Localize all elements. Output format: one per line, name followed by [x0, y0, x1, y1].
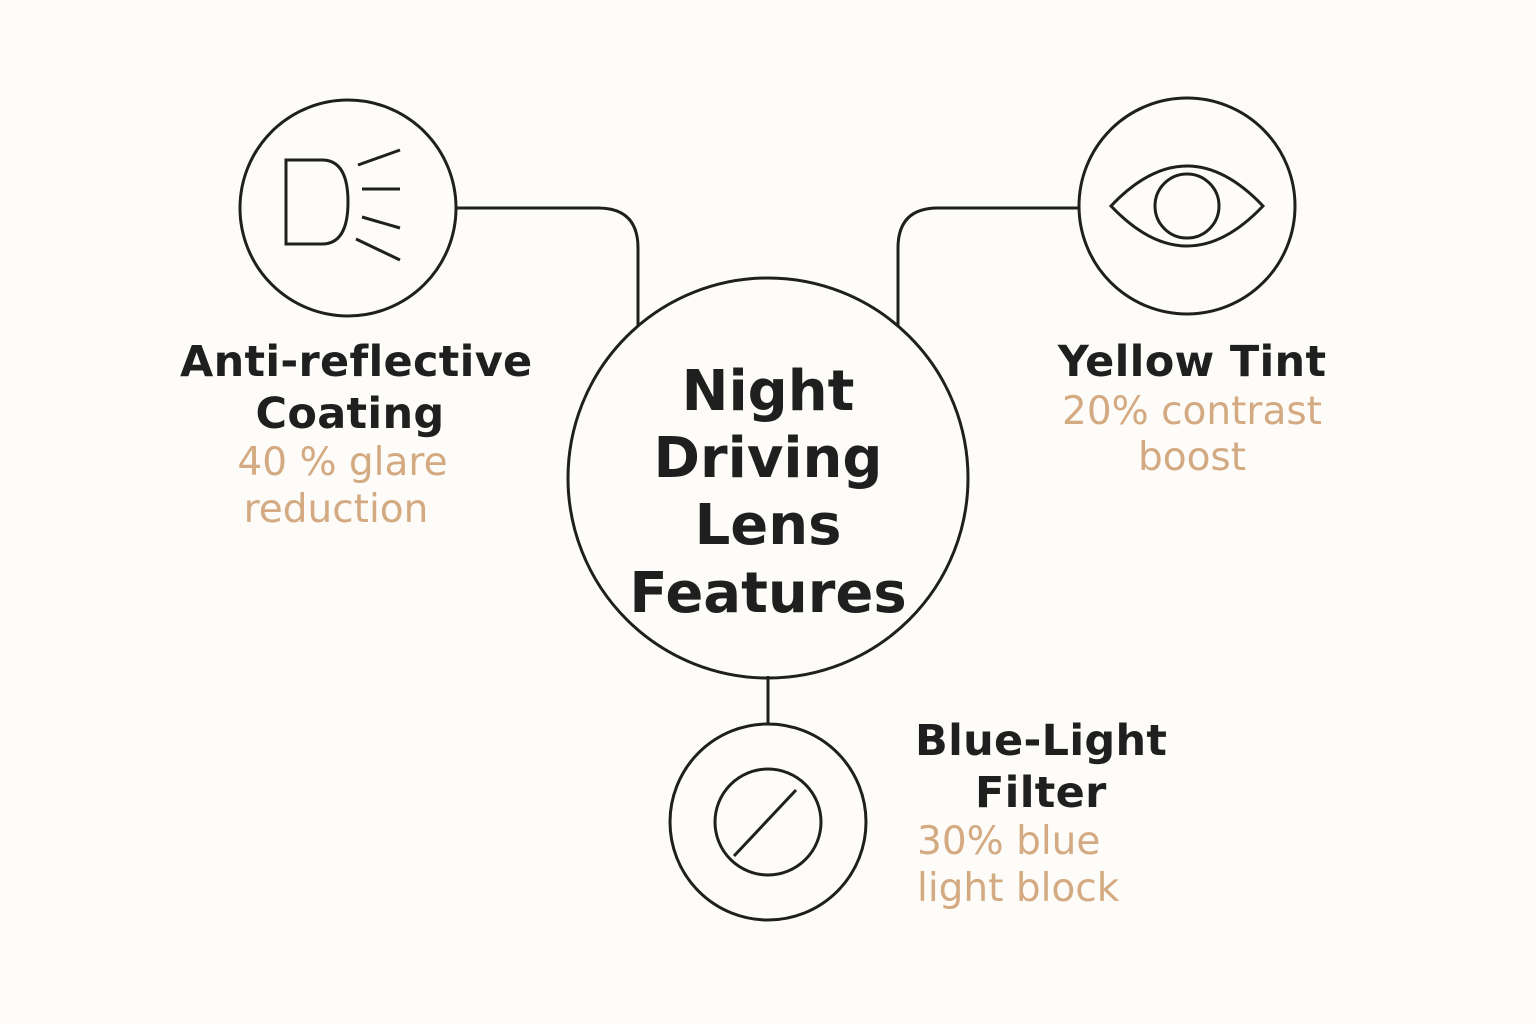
center-node [566, 276, 970, 680]
center-title: Night Driving Lens Features [588, 358, 948, 627]
node-yellow-tint [1077, 96, 1297, 316]
node-blue-light [668, 722, 868, 922]
feature-title: Anti-reflective [180, 337, 533, 387]
eye-icon [1108, 164, 1266, 248]
feature-stat: light block [917, 865, 1120, 911]
connector-yellow-tint [896, 206, 1078, 326]
center-title-line-1: Night [681, 359, 855, 424]
feature-title: Filter [975, 767, 1107, 818]
feature-stat: 20% contrast [1062, 388, 1322, 434]
center-title-line-2: Driving Lens [653, 426, 883, 559]
label-anti-reflective: Anti-reflective Coating 40 % glare reduc… [180, 337, 533, 534]
feature-stat: 30% blue [917, 819, 1101, 865]
node-blue-light-circle [668, 722, 868, 922]
blocked-circle-icon [713, 767, 823, 877]
feature-stat: 40 % glare [237, 440, 448, 486]
feature-title: Coating [255, 388, 445, 439]
headlight-icon [284, 148, 401, 262]
node-anti-reflective-circle [238, 98, 458, 318]
feature-title: Yellow Tint [1057, 337, 1327, 387]
connectors [457, 206, 1078, 723]
node-yellow-tint-circle [1077, 96, 1297, 316]
feature-stat: reduction [243, 486, 429, 532]
label-blue-light: Blue-Light Filter 30% blue light block [905, 716, 1168, 913]
connector-anti-reflective [457, 206, 640, 326]
node-anti-reflective [238, 98, 458, 318]
label-yellow-tint: Yellow Tint 20% contrast boost [1032, 337, 1352, 482]
feature-stat: boost [1137, 435, 1247, 481]
center-title-line-3: Features [629, 560, 907, 626]
feature-title: Blue-Light [915, 716, 1168, 766]
